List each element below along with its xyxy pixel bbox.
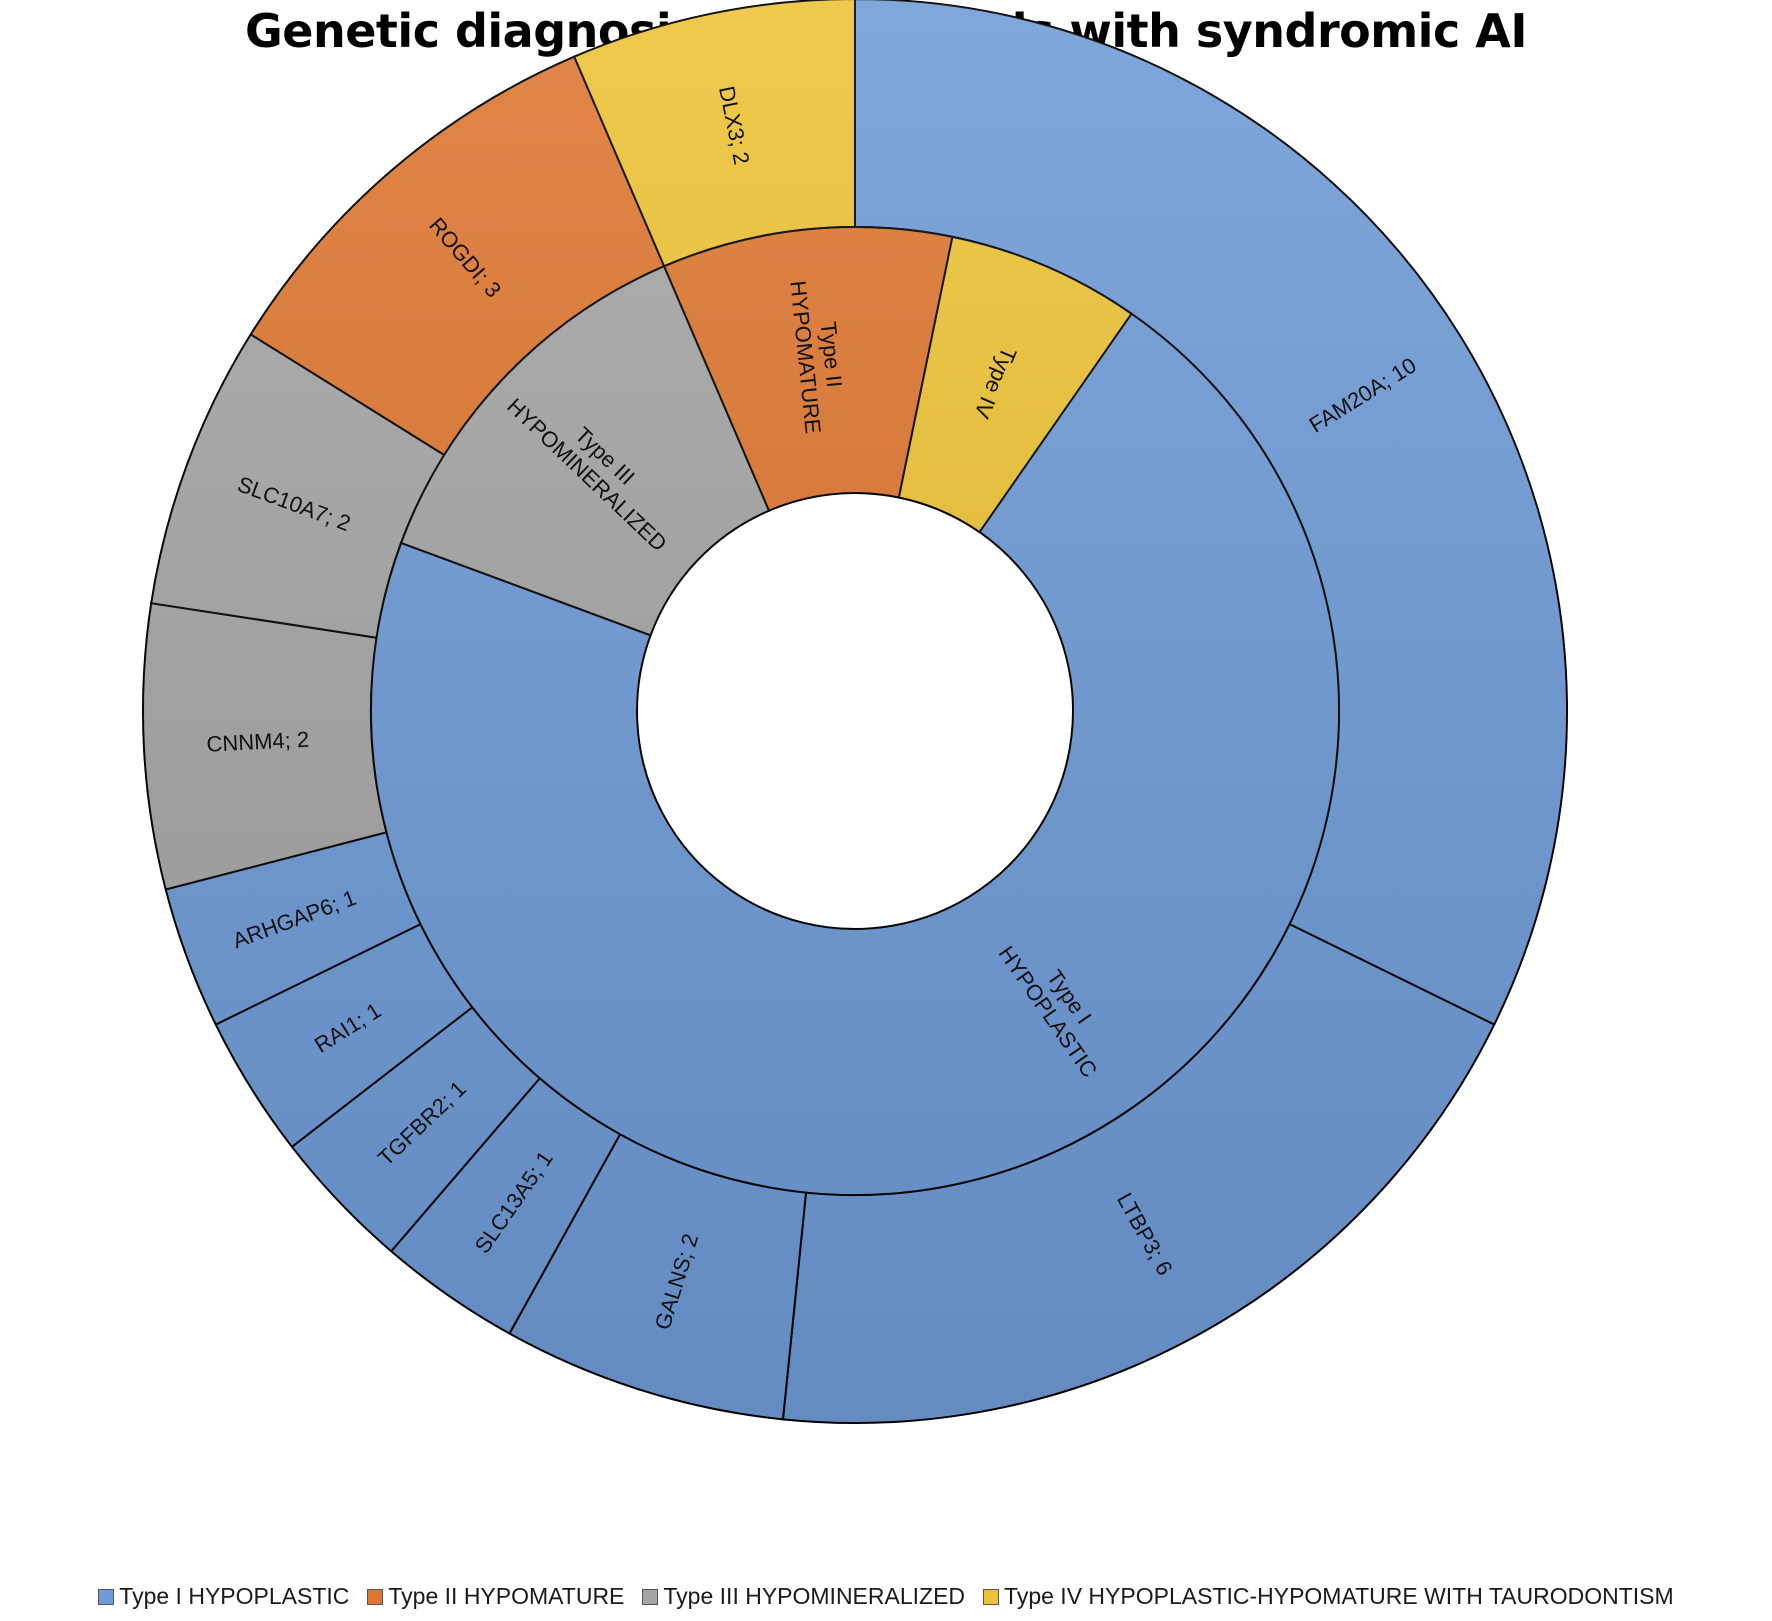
legend-item-type-iii: Type III HYPOMINERALIZED xyxy=(642,1583,965,1610)
outer-ring xyxy=(142,0,1568,1424)
legend: Type I HYPOPLASTIC Type II HYPOMATURE Type… xyxy=(0,1583,1772,1610)
legend-label: Type I HYPOPLASTIC xyxy=(119,1583,350,1609)
legend-swatch xyxy=(367,1588,384,1605)
legend-item-type-ii: Type II HYPOMATURE xyxy=(367,1583,624,1610)
legend-swatch xyxy=(983,1588,1000,1605)
legend-item-type-i: Type I HYPOPLASTIC xyxy=(98,1583,349,1610)
outer-slice-cnnm4-label: CNNM4; 2 xyxy=(206,727,310,757)
legend-label: Type II HYPOMATURE xyxy=(388,1583,625,1609)
legend-swatch xyxy=(642,1588,659,1605)
legend-swatch xyxy=(98,1588,115,1605)
legend-item-type-iv: Type IV HYPOPLASTIC-HYPOMATURE WITH TAUR… xyxy=(983,1583,1674,1610)
legend-label: Type IV HYPOPLASTIC-HYPOMATURE WITH TAUR… xyxy=(1004,1583,1674,1609)
legend-label: Type III HYPOMINERALIZED xyxy=(663,1583,966,1609)
